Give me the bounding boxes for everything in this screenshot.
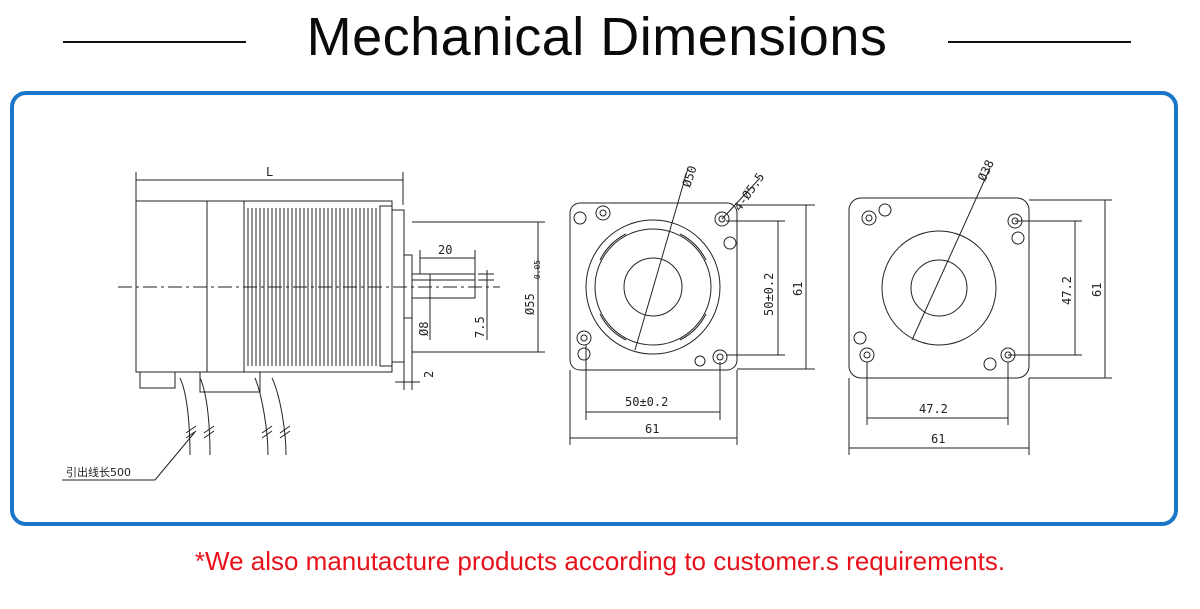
drawing-frame [10,91,1178,526]
shaft-length-label: 20 [438,243,452,257]
front-width-h-label: 61 [645,422,659,436]
front-hole-spacing-h-label: 50±0.2 [625,395,668,409]
pilot-diameter-label: Ø55 [523,293,537,315]
winding-fins [247,208,377,366]
rear-width-h-label: 61 [931,432,945,446]
pilot-height-label: 2 [422,371,436,378]
title-rule-right [948,41,1131,43]
front-hole-dia-label: 4-Ø5.5 [731,170,767,214]
flat-depth-label: 7.5 [473,316,487,338]
pilot-tolerance-label: -0.05 [533,260,542,284]
title-rule-left [63,41,246,43]
header: Mechanical Dimensions [0,0,1200,80]
custom-products-note: *We also manutacture products according … [194,546,1006,576]
rear-view [848,167,1112,455]
front-width-v-label: 61 [791,282,805,296]
lead-wire-note: 引出线长500 [66,465,131,479]
length-label: L [266,165,273,179]
rear-hole-spacing-v-label: 47.2 [1060,276,1074,305]
front-hole-spacing-v-label: 50±0.2 [762,273,776,316]
rear-hole-spacing-h-label: 47.2 [919,402,948,416]
shaft-diameter-label: Ø8 [417,322,431,336]
rear-circle-dia-label: Ø38 [975,158,997,184]
rear-width-v-label: 61 [1090,283,1104,297]
side-view [62,172,545,481]
page-title: Mechanical Dimensions [306,7,888,67]
front-circle-dia-label: Ø50 [680,164,700,189]
front-view [569,167,815,445]
